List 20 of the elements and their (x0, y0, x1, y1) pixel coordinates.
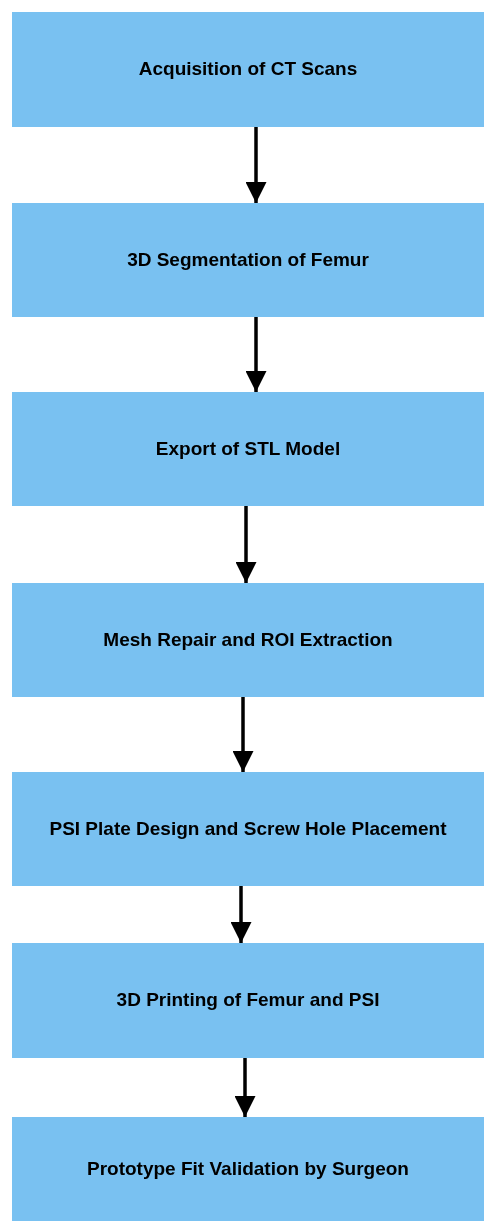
arrow (232, 697, 254, 772)
step-label: Prototype Fit Validation by Surgeon (87, 1156, 409, 1181)
step-label: PSI Plate Design and Screw Hole Placement (49, 816, 447, 841)
process-box (12, 772, 484, 886)
step-label: Acquisition of CT Scans (138, 57, 358, 82)
arrow (245, 127, 267, 203)
step-label: Mesh Repair and ROI Extraction (103, 627, 393, 652)
process-box (12, 1117, 484, 1221)
step-label: 3D Printing of Femur and PSI (116, 988, 380, 1013)
process-box (12, 583, 484, 697)
process-box (12, 943, 484, 1058)
arrow (234, 1058, 256, 1117)
process-box (12, 392, 484, 506)
process-box (12, 12, 484, 127)
arrow (230, 886, 252, 943)
step-label: 3D Segmentation of Femur (127, 247, 369, 272)
arrow (245, 317, 267, 392)
arrow (235, 506, 257, 583)
process-box (12, 203, 484, 317)
step-label: Export of STL Model (155, 436, 341, 461)
